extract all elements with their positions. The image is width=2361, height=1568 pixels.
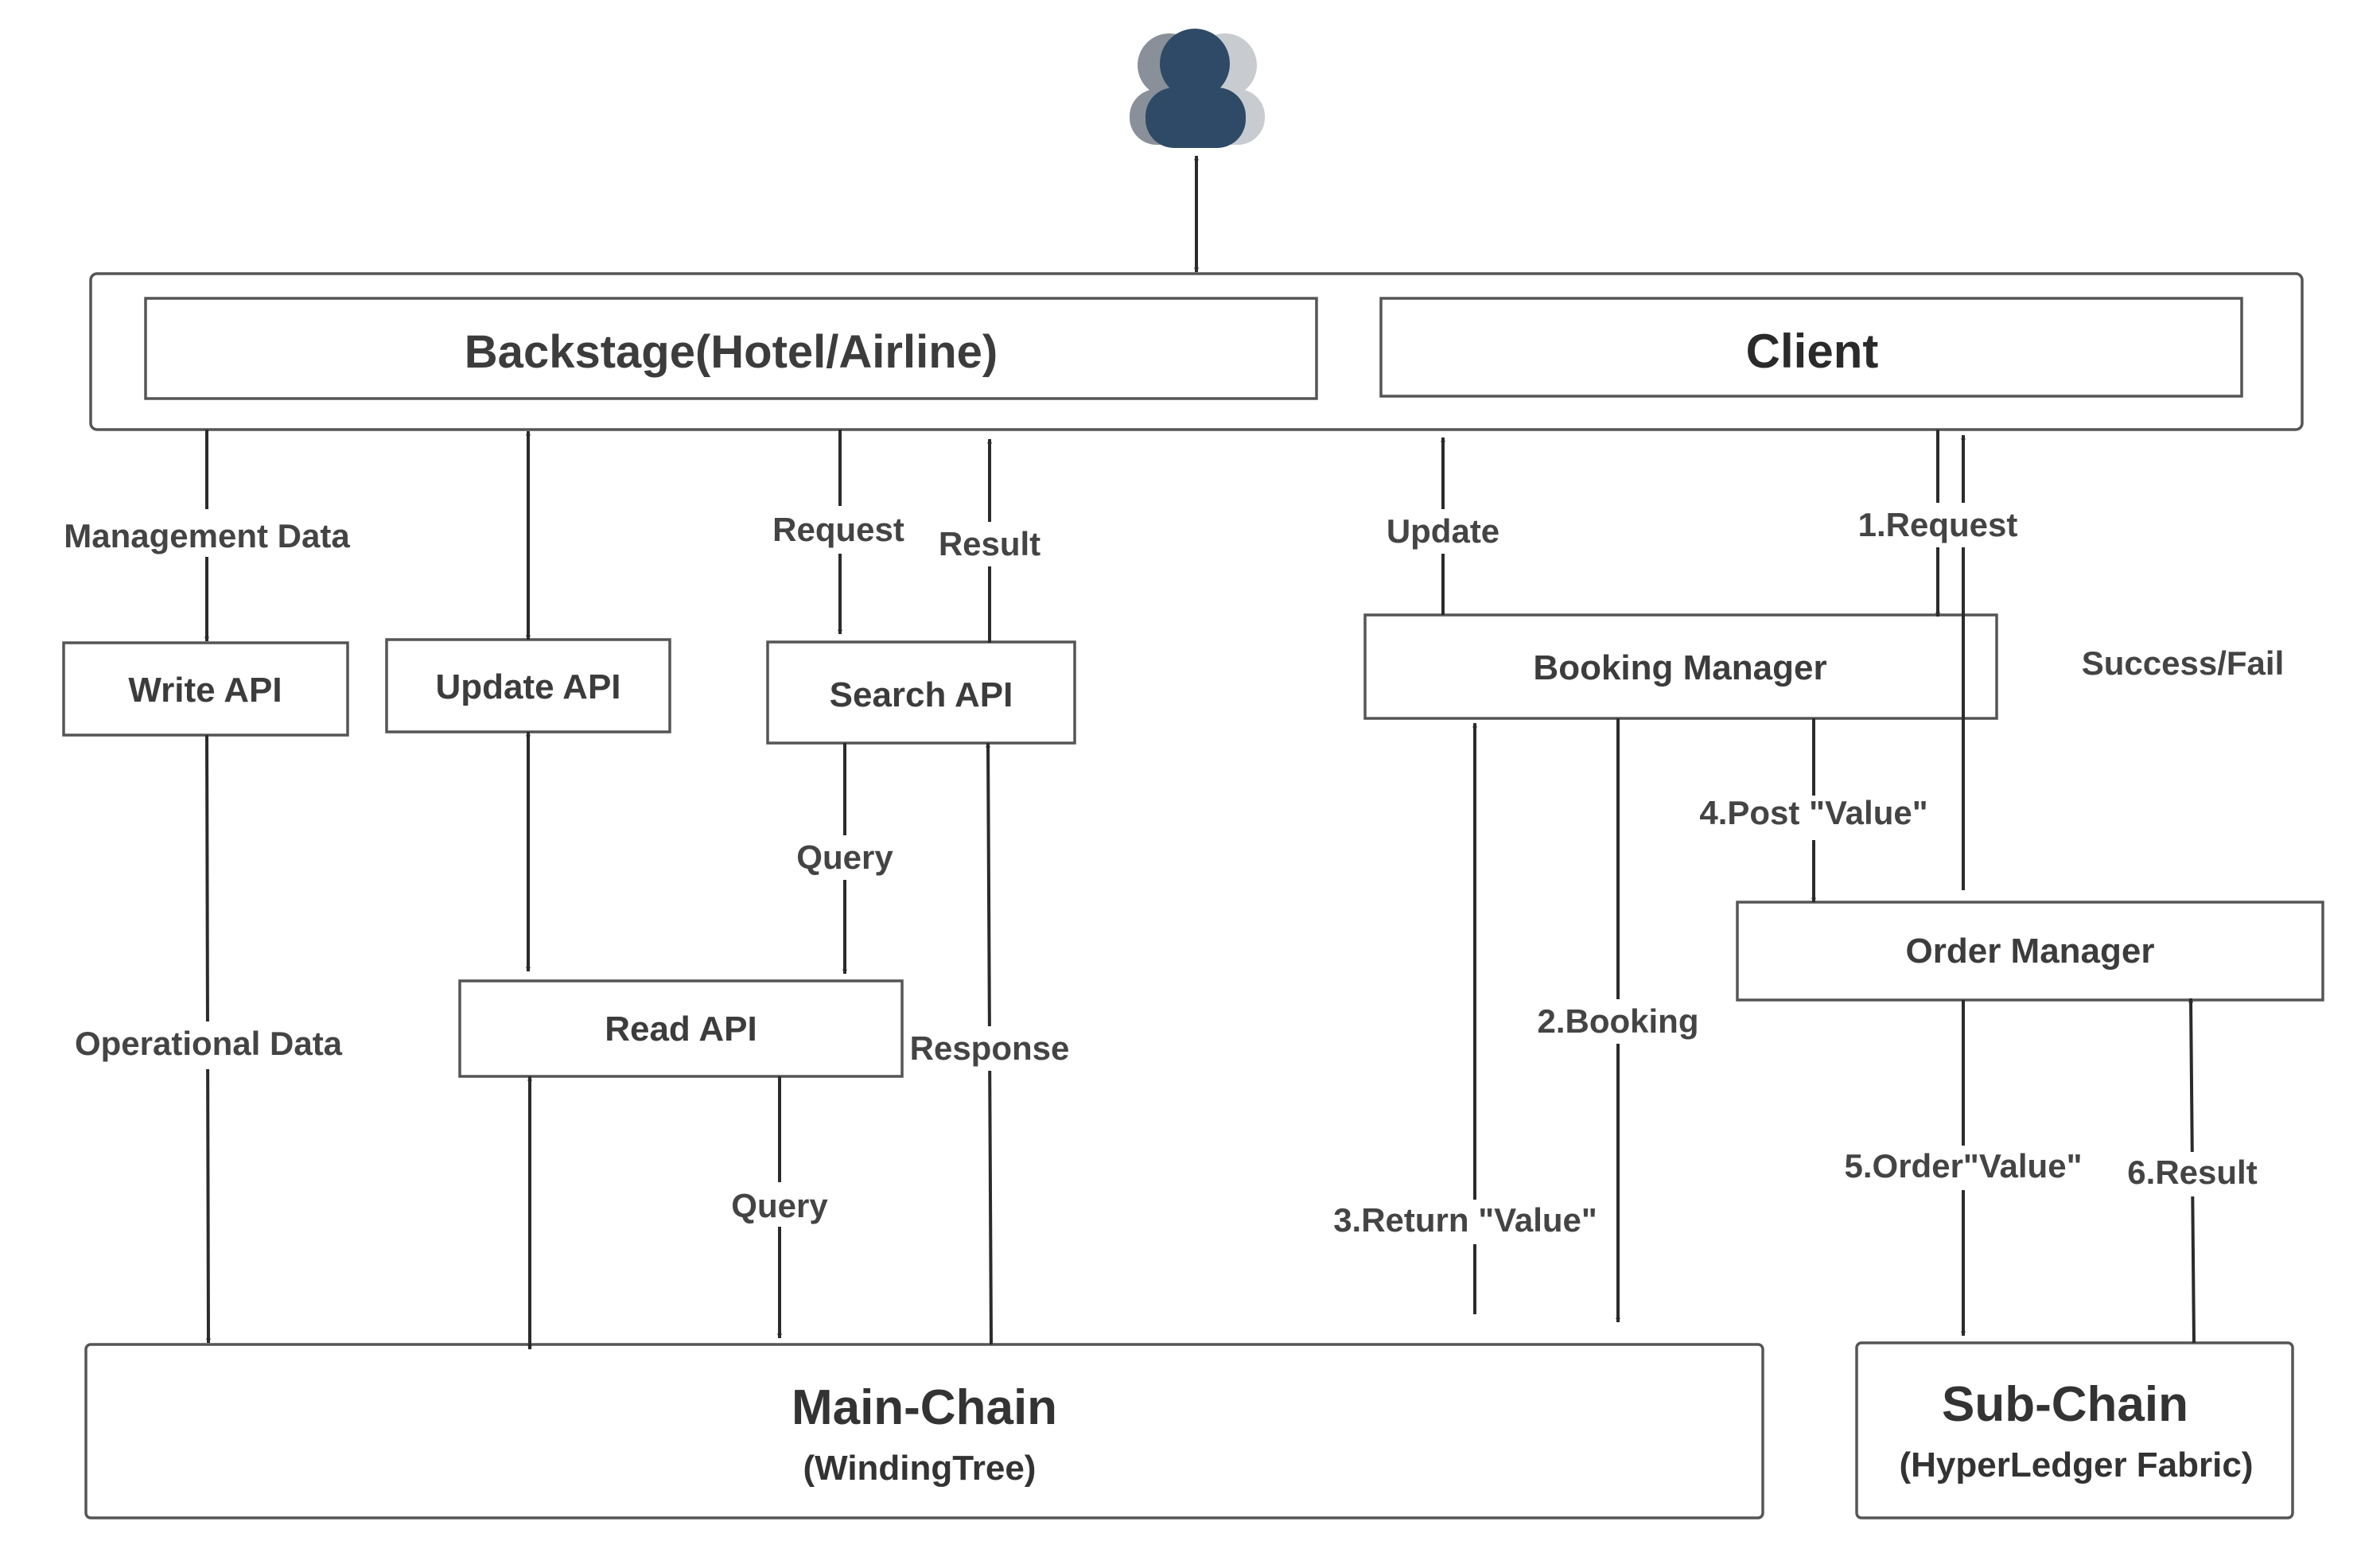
step1-request-label: 1.Request <box>1858 506 2018 543</box>
management-data-label: Management Data <box>64 517 350 554</box>
step3-return-label: 3.Return "Value" <box>1333 1201 1597 1239</box>
write-api-label: Write API <box>128 671 282 710</box>
order-manager-label: Order Manager <box>1906 932 2155 971</box>
request-label: Request <box>772 511 904 548</box>
read-api-box <box>458 979 904 1078</box>
success-fail-label: Success/Fail <box>2082 644 2284 682</box>
update-api-box <box>385 638 671 733</box>
search-api-box <box>766 640 1076 745</box>
write-api-box <box>62 641 349 737</box>
edge-labels: Management Data Operational Data Request… <box>45 503 2294 1244</box>
main-chain-box <box>84 1343 1764 1519</box>
search-api-label: Search API <box>830 675 1013 714</box>
main-chain-subtitle: (WindingTree) <box>803 1449 1037 1488</box>
flow-arrows <box>204 155 2196 1350</box>
order-manager-box <box>1736 901 2324 1002</box>
sub-chain-subtitle: (HyperLedger Fabric) <box>1900 1445 2254 1484</box>
step5-order-label: 5.Order"Value" <box>1845 1147 2083 1185</box>
operational-data-label: Operational Data <box>75 1025 343 1062</box>
sub-chain-title: Sub-Chain <box>1942 1377 2188 1432</box>
backstage-box <box>144 297 1318 400</box>
booking-manager-label: Booking Manager <box>1533 648 1826 687</box>
step6-result-label: 6.Result <box>2127 1154 2257 1191</box>
backstage-label: Backstage(Hotel/Airline) <box>465 326 998 378</box>
booking-manager-box <box>1363 613 1998 720</box>
response-label: Response <box>910 1029 1070 1067</box>
main-chain-title: Main-Chain <box>792 1380 1057 1435</box>
step2-booking-label: 2.Booking <box>1537 1002 1698 1040</box>
step4-post-label: 4.Post "Value" <box>1699 794 1927 831</box>
sub-chain-box <box>1855 1341 2294 1519</box>
update-label: Update <box>1387 512 1499 550</box>
users-icon <box>1130 29 1265 148</box>
client-label: Client <box>1746 325 1879 378</box>
result-label: Result <box>939 525 1040 562</box>
query-read-label: Query <box>731 1187 828 1224</box>
client-box <box>1379 297 2243 398</box>
update-api-label: Update API <box>435 667 620 706</box>
read-api-label: Read API <box>605 1010 757 1049</box>
query-search-label: Query <box>796 838 893 876</box>
